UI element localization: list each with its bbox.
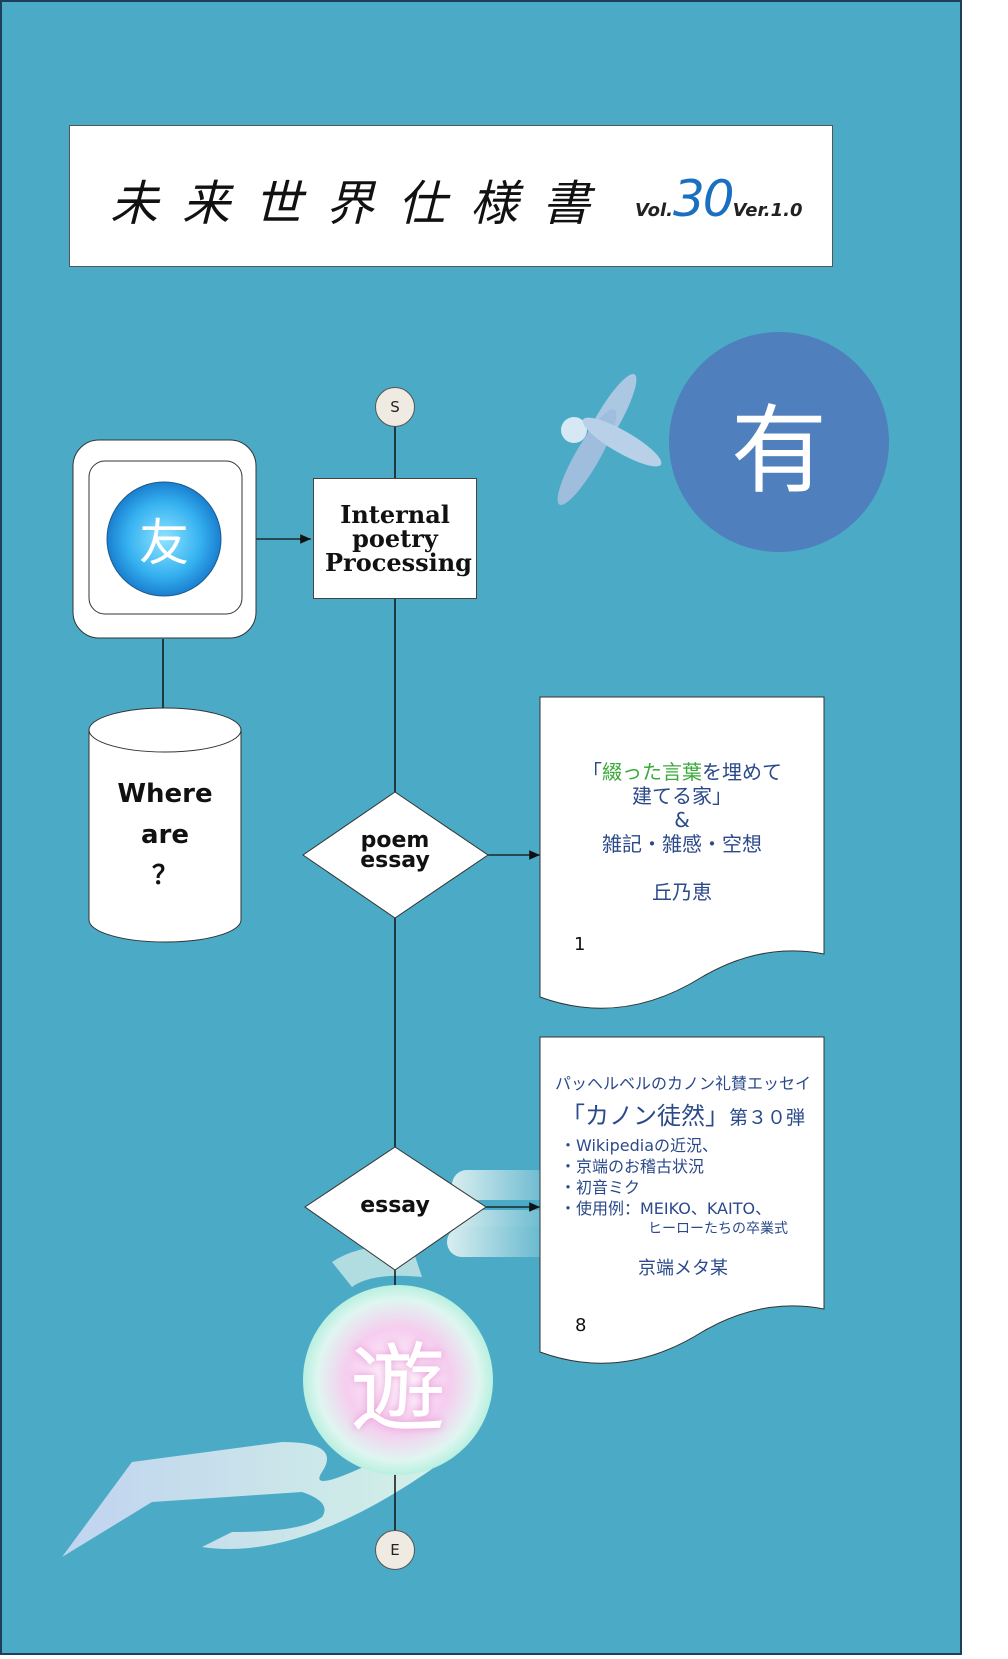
doc2-bullet: ・初音ミク bbox=[560, 1178, 641, 1197]
play-kanji: 遊 bbox=[350, 1332, 446, 1445]
cover-page: 未来世界仕様書 Vol.30Ver.1.0 S E Internal poetr… bbox=[0, 0, 962, 1655]
database-line: ？ bbox=[151, 861, 178, 891]
decision1-label: poem essay bbox=[335, 828, 455, 873]
document-8-text: パッヘルベルのカノン礼賛エッセイ 「カノン徒然」第３０弾 ・Wikipediaの… bbox=[542, 1070, 824, 1280]
start-connector: S bbox=[375, 387, 415, 427]
process-box: Internal poetry Processing bbox=[313, 478, 477, 599]
doc2-bullet: ・Wikipediaの近況、 bbox=[560, 1136, 719, 1155]
vol-prefix: Vol. bbox=[635, 200, 673, 221]
doc2-title-line: 「カノン徒然」第３０弾 bbox=[542, 1096, 824, 1131]
decision1-line: poem bbox=[360, 828, 430, 853]
doc1-author: 丘乃恵 bbox=[652, 880, 712, 904]
decision2-label: essay bbox=[360, 1193, 430, 1218]
document-8 bbox=[539, 1036, 825, 1364]
doc1-page-number: 1 bbox=[574, 934, 586, 955]
dragonfly-icon bbox=[557, 373, 662, 506]
friend-kanji: 友 bbox=[139, 514, 189, 572]
doc1-subtitle: 雑記・雑感・空想 bbox=[602, 832, 762, 856]
title-box: 未来世界仕様書 Vol.30Ver.1.0 bbox=[69, 125, 833, 267]
doc1-title-green: 綴った言葉 bbox=[602, 760, 702, 784]
decision-essay bbox=[304, 1146, 487, 1271]
page-title: 未来世界仕様書 bbox=[110, 176, 615, 232]
doc2-bullet: ・京端のお稽古状況 bbox=[560, 1157, 705, 1176]
have-kanji: 有 bbox=[731, 394, 827, 507]
doc2-bullets: ・Wikipediaの近況、 ・京端のお稽古状況 ・初音ミク ・使用例：MEIK… bbox=[560, 1135, 824, 1240]
volume-label: Vol.30Ver.1.0 bbox=[635, 170, 803, 228]
doc2-bullet: ・使用例：MEIKO、KAITO、 bbox=[560, 1199, 772, 1218]
friend-circle bbox=[106, 481, 222, 597]
database-line: are bbox=[140, 820, 189, 850]
have-circle bbox=[669, 332, 889, 552]
doc2-intro: パッヘルベルのカノン礼賛エッセイ bbox=[554, 1074, 811, 1093]
decor-bar bbox=[447, 1227, 567, 1257]
doc1-title-line2: 建てる家」 bbox=[632, 784, 732, 808]
end-connector: E bbox=[375, 1530, 415, 1570]
process-label: Internal poetry Processing bbox=[325, 499, 472, 577]
doc1-title: 「綴った言葉を埋めて bbox=[582, 760, 782, 784]
decision1-line: essay bbox=[360, 848, 430, 873]
flowchart-lines bbox=[62, 332, 889, 1557]
doc2-series: 第３０弾 bbox=[728, 1107, 805, 1129]
end-label: E bbox=[390, 1541, 400, 1559]
doc1-amp: & bbox=[674, 808, 690, 832]
document-1-text: 「綴った言葉を埋めて 建てる家」 & 雑記・雑感・空想 丘乃恵 bbox=[547, 760, 817, 904]
doc2-author: 京端メタ某 bbox=[638, 1258, 728, 1279]
play-circle bbox=[303, 1285, 493, 1475]
doc2-title: 「カノン徒然」 bbox=[560, 1102, 729, 1130]
start-label: S bbox=[390, 398, 400, 416]
version-label: Ver.1.0 bbox=[732, 200, 803, 221]
decision-poem-essay bbox=[302, 791, 489, 919]
database-label: Where are ？ bbox=[92, 774, 238, 897]
document-1 bbox=[539, 696, 825, 1009]
database-shape bbox=[88, 707, 242, 943]
vol-number: 30 bbox=[673, 170, 735, 228]
database-line: Where bbox=[117, 779, 213, 809]
doc2-bullet-cont: ヒーローたちの卒業式 bbox=[648, 1221, 788, 1237]
doc2-page-number: 8 bbox=[575, 1315, 587, 1336]
